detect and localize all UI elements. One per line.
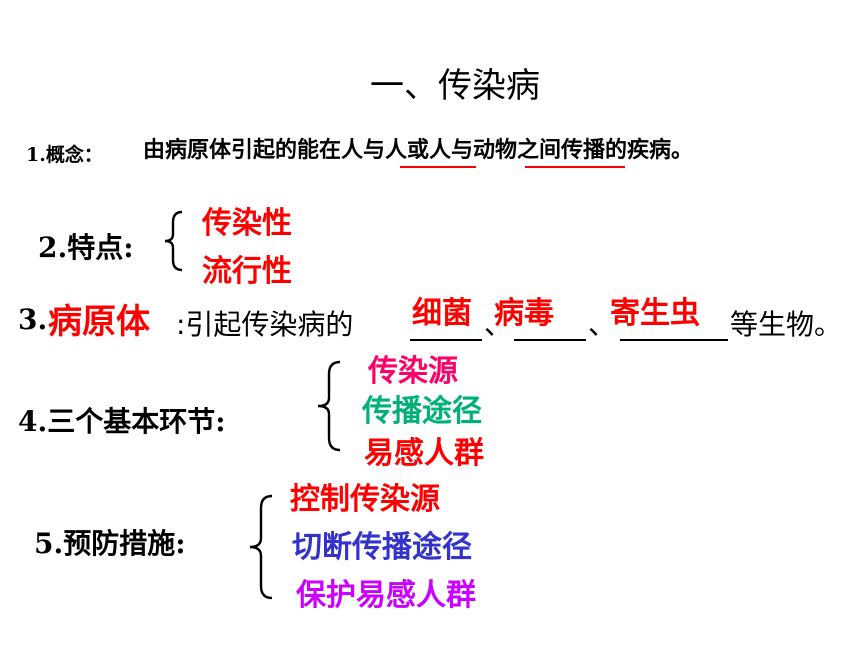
pathogen-blank-1 bbox=[410, 339, 482, 341]
pathogen-middle: :引起传染病的 bbox=[176, 308, 354, 341]
prevention-item: 控制传染源 bbox=[290, 482, 440, 517]
link-item: 传染源 bbox=[368, 354, 458, 389]
pathogen-blank-2 bbox=[514, 339, 586, 341]
concept-label: 1.概念： bbox=[26, 144, 103, 166]
pathogen-blank-3 bbox=[620, 339, 728, 341]
features-label: 2.特点: bbox=[38, 231, 134, 264]
pathogen-item: 病毒 bbox=[494, 296, 554, 331]
link-item: 易感人群 bbox=[364, 436, 484, 471]
prevention-item: 切断传播途径 bbox=[292, 530, 472, 565]
prevention-label: 5.预防措施: bbox=[34, 527, 186, 560]
concept-text: 由病原体引起的能在人与人或人与动物之间传播的疾病。 bbox=[143, 137, 694, 163]
page-title: 一、传染病 bbox=[370, 66, 540, 106]
pathogen-separator: 、 bbox=[484, 308, 513, 341]
feature-item: 传染性 bbox=[202, 206, 292, 241]
concept-underline-2 bbox=[525, 166, 625, 168]
feature-item: 流行性 bbox=[202, 254, 292, 289]
links-brace bbox=[317, 360, 341, 452]
prevention-brace bbox=[249, 494, 273, 600]
pathogen-suffix: 等生物。 bbox=[730, 308, 843, 341]
features-brace bbox=[164, 210, 183, 272]
link-item: 传播途径 bbox=[362, 394, 482, 429]
prevention-item: 保护易感人群 bbox=[296, 578, 476, 613]
pathogen-prefix: 3. bbox=[18, 303, 48, 336]
pathogen-term: 病原体 bbox=[48, 302, 150, 342]
concept-underline-1 bbox=[400, 166, 476, 168]
pathogen-item: 寄生虫 bbox=[610, 296, 700, 331]
pathogen-separator: 、 bbox=[588, 308, 617, 341]
pathogen-item: 细菌 bbox=[412, 296, 472, 331]
links-label: 4.三个基本环节: bbox=[18, 405, 226, 438]
